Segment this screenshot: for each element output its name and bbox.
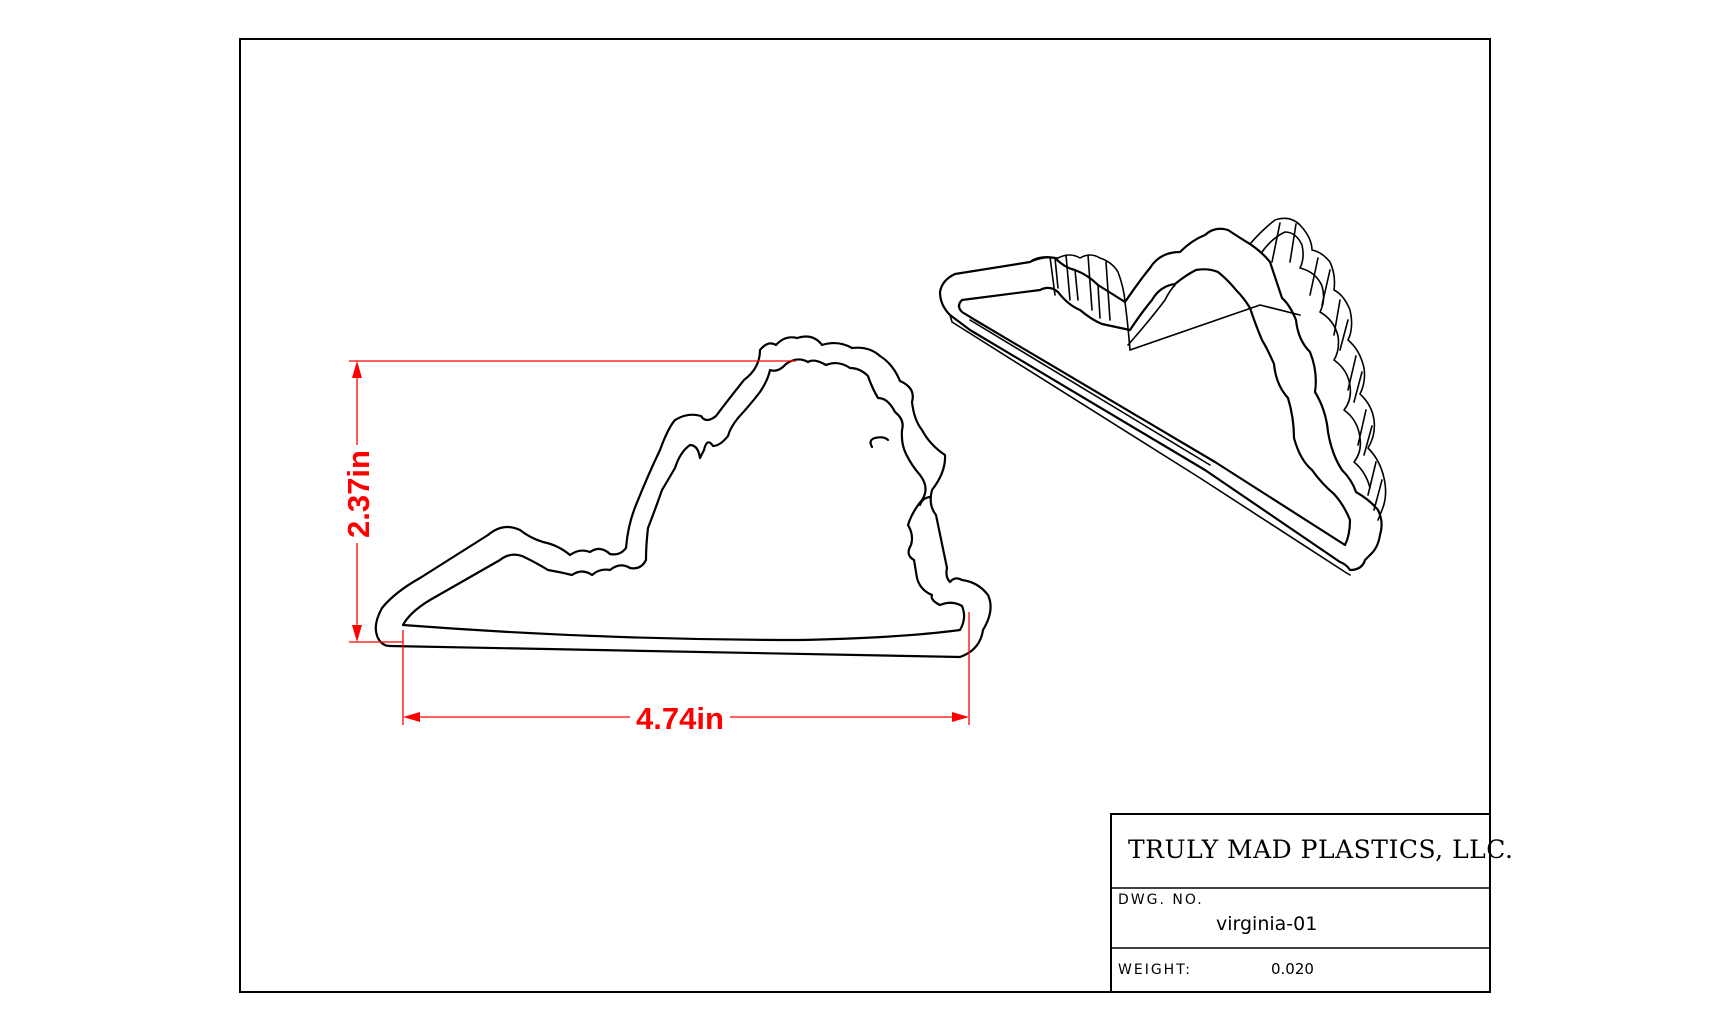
iso-base-inner-edge (969, 319, 1211, 466)
iso-wall-face (1124, 301, 1131, 351)
iso-rib-lines (1271, 222, 1383, 511)
title-block-frame (1110, 813, 1491, 993)
iso-floor-line-2 (1127, 284, 1176, 346)
height-dimension: 2.37in (340, 360, 796, 643)
weight-label: WEIGHT: (1118, 962, 1192, 978)
iso-floor-line (1129, 304, 1301, 351)
iso-left-wall (1029, 254, 1126, 303)
width-dimension: 4.74in (402, 612, 970, 736)
width-arrow-left (403, 712, 420, 722)
top-view-outer-profile (374, 335, 992, 659)
top-view-inner-profile (401, 358, 966, 642)
height-arrow-bottom (352, 625, 362, 642)
iso-outer-base (938, 227, 1383, 572)
isometric-view-cutter (938, 217, 1387, 576)
weight-value: 0.020 (1271, 960, 1314, 978)
width-arrow-right (952, 712, 969, 722)
iso-back-wall (1249, 217, 1387, 521)
top-view-cutter (374, 335, 992, 659)
height-arrow-top (352, 361, 362, 378)
top-view-notch-detail (869, 436, 890, 449)
height-dimension-label: 2.37in (341, 450, 376, 538)
dwg-no-value: virginia-01 (1216, 913, 1317, 935)
dwg-no-label: DWG. NO. (1118, 892, 1204, 908)
iso-base-thickness (949, 314, 1351, 576)
iso-left-wall-ribs (1049, 254, 1111, 321)
company-name: TRULY MAD PLASTICS, LLC. (1128, 835, 1513, 864)
iso-wall-face-2 (1054, 257, 1101, 319)
title-block: TRULY MAD PLASTICS, LLC. DWG. NO. virgin… (1110, 813, 1513, 993)
top-view-notch-detail-2 (918, 495, 932, 507)
width-dimension-label: 4.74in (636, 701, 724, 736)
sheet-border (239, 38, 1491, 993)
